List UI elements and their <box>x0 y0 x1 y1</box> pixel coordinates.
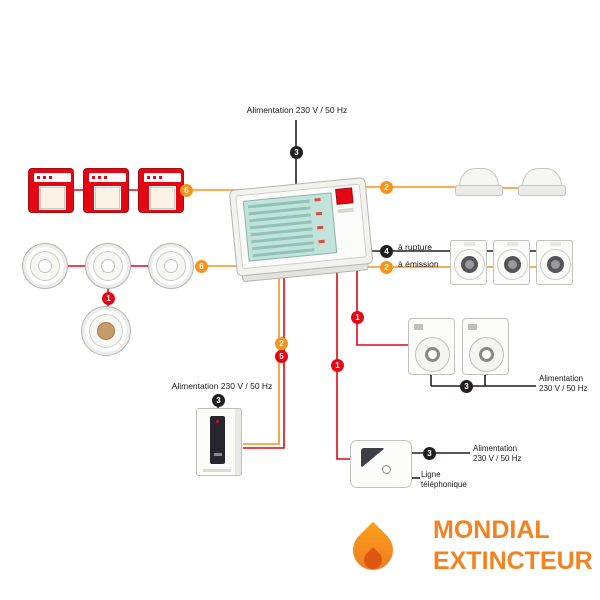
wire-marker-heat-line: 2 <box>380 181 393 194</box>
wire-marker-call-point-loop: 6 <box>180 184 193 197</box>
panel-shell <box>229 177 373 277</box>
label-mains-dialer: Alimentation 230 V / 50 Hz <box>473 444 521 463</box>
logo-line2: EXTINCTEUR <box>433 547 593 575</box>
wire-marker-psu-red: 5 <box>275 350 288 363</box>
call-point-dot <box>153 176 156 179</box>
label-phone-line1: Ligne <box>421 470 441 479</box>
smoke-detector-sounder-base <box>81 306 131 356</box>
panel-depth <box>241 257 369 282</box>
sounder-notch <box>507 242 518 246</box>
telephone-transmitter <box>350 440 412 488</box>
call-point-dot <box>92 176 95 179</box>
panel-slot <box>337 207 354 214</box>
label-emission-mode: à émission <box>398 259 439 269</box>
manual-call-point <box>83 168 129 213</box>
transmitter-speaker-icon <box>361 448 385 468</box>
wire-marker-psu-orange: 2 <box>275 337 288 350</box>
call-point-window <box>149 186 176 210</box>
call-point-dot <box>98 176 101 179</box>
panel-display <box>242 192 338 262</box>
sounder-horn <box>540 249 571 280</box>
label-mains-top: Alimentation 230 V / 50 Hz <box>246 105 348 115</box>
call-point-window <box>39 186 66 210</box>
power-supply-unit <box>196 408 242 476</box>
psu-slot <box>214 453 222 456</box>
wire-marker-break-line: 4 <box>380 245 393 258</box>
call-point-dot <box>104 176 107 179</box>
psu-foot <box>203 469 231 472</box>
label-mains-right-line1: Alimentation <box>539 374 584 383</box>
label-mains-right-line2: 230 V / 50 Hz <box>539 383 588 393</box>
sounder-notch <box>550 242 561 246</box>
smoke-detector <box>85 243 131 289</box>
call-point-dot <box>37 176 40 179</box>
wire-marker-dialer-line: 1 <box>331 359 344 372</box>
flash-sounder-logo <box>414 324 423 330</box>
heat-detector <box>455 168 503 196</box>
call-point-dot <box>49 176 52 179</box>
sounder-horn <box>497 249 528 280</box>
wire-marker-emission-line: 2 <box>380 261 393 274</box>
heat-detector-base <box>518 185 566 196</box>
flash-sounder-dial <box>415 337 450 372</box>
wire-psu-orange <box>243 248 280 445</box>
call-point-dot <box>159 176 162 179</box>
transmitter-button <box>382 465 391 474</box>
control-panel-body <box>229 177 373 282</box>
wire-marker-flash-line: 1 <box>351 311 364 324</box>
label-break-mode: à rupture <box>398 242 433 252</box>
call-point-dot <box>43 176 46 179</box>
label-mains-right: Alimentation 230 V / 50 Hz <box>539 374 587 393</box>
wire-marker-mains-top: 3 <box>290 146 303 159</box>
wire-marker-mains-psu: 3 <box>212 394 225 407</box>
manual-call-point <box>138 168 184 213</box>
smoke-detector <box>22 243 68 289</box>
psu-screen <box>210 416 225 464</box>
logo-line1: MONDIAL <box>433 516 550 544</box>
heat-detector <box>518 168 566 196</box>
call-point-label-strip <box>89 173 126 182</box>
wire-marker-mains-right: 3 <box>460 380 473 393</box>
call-point-window <box>94 186 121 210</box>
wire-marker-sounder-base: 1 <box>102 292 115 305</box>
alarm-sounder <box>450 240 487 285</box>
wire-marker-mains-dialer: 3 <box>423 447 436 460</box>
smoke-detector <box>148 243 194 289</box>
sounder-notch <box>464 242 475 246</box>
heat-detector-base <box>455 185 503 196</box>
psu-led <box>216 420 219 423</box>
label-phone-line2: téléphonique <box>421 479 467 489</box>
call-point-label-strip <box>144 173 181 182</box>
alarm-sounder <box>536 240 573 285</box>
wire-dialer-line <box>336 248 352 460</box>
panel-display-leds <box>314 197 325 244</box>
label-phone-line: Ligne téléphonique <box>421 470 467 489</box>
call-point-dot <box>147 176 150 179</box>
logo-text: MONDIAL EXTINCTEUR <box>433 515 593 577</box>
wire-flash-power <box>430 375 536 387</box>
flash-sounder <box>408 318 455 375</box>
flash-sounder-logo <box>468 324 477 330</box>
panel-face <box>235 183 367 269</box>
label-mains-dialer-line2: 230 V / 50 Hz <box>473 453 522 463</box>
flash-sounder <box>462 318 509 375</box>
label-mains-dialer-line1: Alimentation <box>473 444 518 453</box>
panel-alarm-button <box>335 187 354 205</box>
wire-marker-smoke-loop: 6 <box>195 260 208 273</box>
panel-display-rows <box>247 199 315 258</box>
sounder-horn <box>454 249 485 280</box>
alarm-sounder <box>493 240 530 285</box>
call-point-label-strip <box>34 173 71 182</box>
label-mains-psu: Alimentation 230 V / 50 Hz <box>171 381 273 391</box>
flash-sounder-dial <box>469 337 504 372</box>
manual-call-point <box>28 168 74 213</box>
